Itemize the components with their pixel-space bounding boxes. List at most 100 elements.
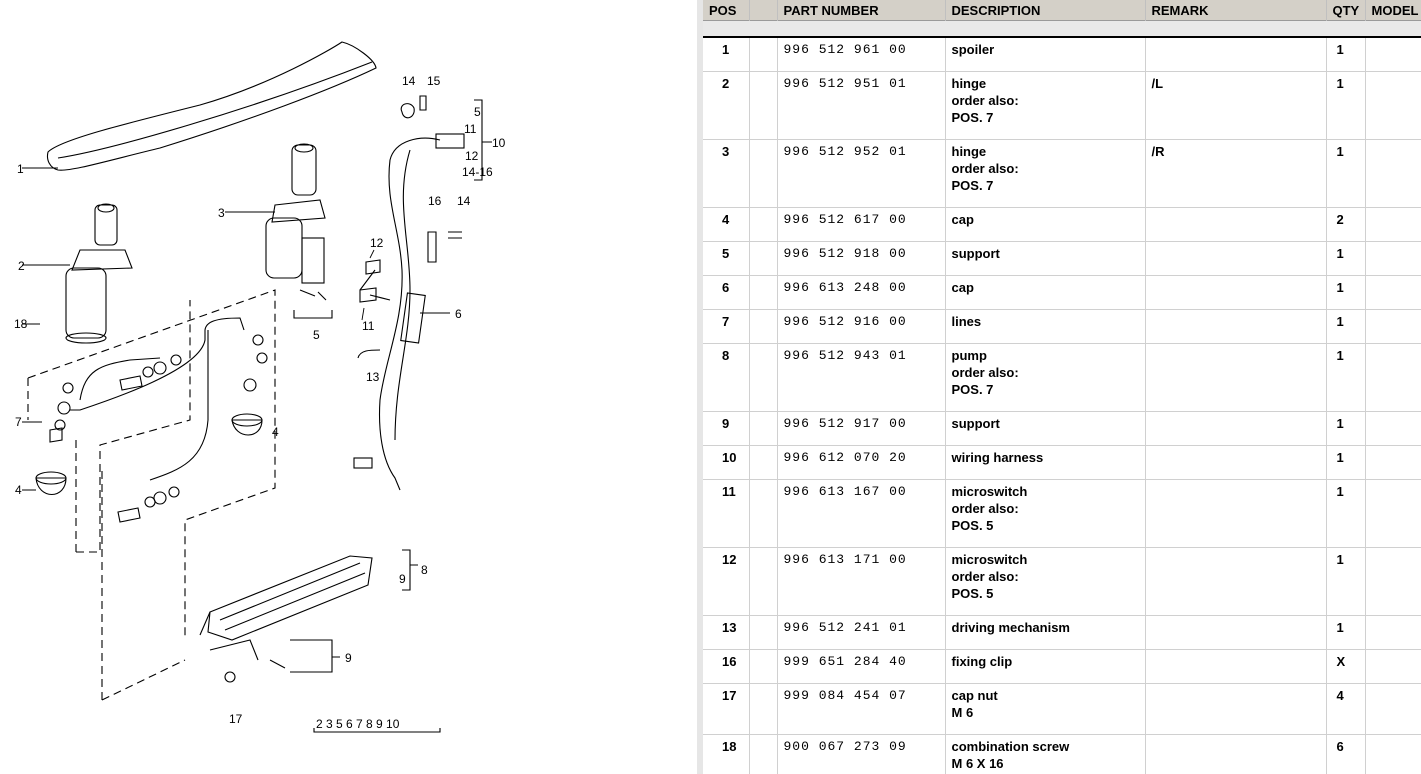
description-line: POS. 7	[951, 381, 994, 397]
description-line: driving mechanism	[951, 619, 1070, 635]
header-description[interactable]: DESCRIPTION	[945, 0, 1146, 21]
cell-part-number: 996 613 167 00	[777, 479, 946, 548]
cell-pos: 6	[703, 275, 750, 310]
cell-spacer	[749, 309, 778, 344]
header-remark[interactable]: REMARK	[1145, 0, 1327, 21]
callout-label: 8	[421, 563, 428, 577]
cell-model	[1365, 734, 1421, 774]
cell-remark	[1145, 411, 1327, 446]
cell-part-number: 996 512 943 01	[777, 343, 946, 412]
callout-label: 18	[14, 317, 28, 331]
description-line: spoiler	[951, 42, 995, 57]
cell-pos: 1	[703, 37, 750, 72]
cell-model	[1365, 547, 1421, 616]
description-line: lines	[951, 313, 982, 329]
cell-spacer	[749, 71, 778, 140]
cell-description: driving mechanism	[945, 615, 1146, 650]
cell-qty: 1	[1326, 547, 1366, 616]
cell-remark: /L	[1145, 71, 1327, 140]
cell-spacer	[749, 241, 778, 276]
cell-spacer	[749, 411, 778, 446]
cell-qty: 1	[1326, 71, 1366, 140]
callout-label: 14	[457, 194, 471, 208]
callout-label: 9	[345, 651, 352, 665]
header-pos[interactable]: POS	[703, 0, 750, 21]
cell-description: wiring harness	[945, 445, 1146, 480]
header-qty[interactable]: QTY	[1326, 0, 1366, 21]
callout-label: 12	[465, 149, 479, 163]
cell-pos: 18	[703, 734, 750, 774]
cell-model	[1365, 479, 1421, 548]
cell-model	[1365, 207, 1421, 242]
cell-qty: 1	[1326, 241, 1366, 276]
cell-spacer	[749, 275, 778, 310]
cell-qty: 1	[1326, 275, 1366, 310]
wiring-harness-drawing	[357, 137, 441, 491]
cell-pos: 5	[703, 241, 750, 276]
cell-part-number: 900 067 273 09	[777, 734, 946, 774]
callout-label: 17	[229, 712, 243, 726]
parts-table: POS PART NUMBER DESCRIPTION REMARK QTY M…	[703, 0, 1421, 774]
cell-qty: 1	[1326, 411, 1366, 446]
callout-label: 7	[15, 415, 22, 429]
cell-qty: 6	[1326, 734, 1366, 774]
cell-spacer	[749, 343, 778, 412]
cell-qty: 1	[1326, 309, 1366, 344]
description-line: order also:	[951, 568, 1019, 584]
cell-pos: 12	[703, 547, 750, 616]
description-line: microswitch	[951, 551, 1028, 567]
cell-model	[1365, 275, 1421, 310]
cell-part-number: 996 512 951 01	[777, 71, 946, 140]
header-part-number[interactable]: PART NUMBER	[777, 0, 946, 21]
callout-label: 1	[17, 162, 24, 176]
cell-qty: 1	[1326, 615, 1366, 650]
cell-remark	[1145, 734, 1327, 774]
callout-label: 14	[402, 74, 416, 88]
pane-divider[interactable]	[697, 0, 703, 774]
cell-remark: /R	[1145, 139, 1327, 208]
cell-remark	[1145, 479, 1327, 548]
cell-part-number: 996 512 617 00	[777, 207, 946, 242]
cell-model	[1365, 649, 1421, 684]
cell-model	[1365, 683, 1421, 735]
cell-qty: 1	[1326, 343, 1366, 412]
cell-model	[1365, 343, 1421, 412]
cell-spacer	[749, 445, 778, 480]
cell-model	[1365, 615, 1421, 650]
cell-qty: 1	[1326, 445, 1366, 480]
description-line: order also:	[951, 160, 1019, 176]
cell-spacer	[749, 207, 778, 242]
header-model[interactable]: MODEL	[1365, 0, 1421, 21]
callout-label: 2	[18, 259, 25, 273]
description-line: POS. 7	[951, 109, 994, 125]
cell-remark	[1145, 649, 1327, 684]
callout-label: 12	[370, 236, 384, 250]
cell-spacer	[749, 649, 778, 684]
cell-pos: 13	[703, 615, 750, 650]
callout-label: 4	[272, 425, 279, 439]
cell-part-number: 999 084 454 07	[777, 683, 946, 735]
cell-qty: 1	[1326, 479, 1366, 548]
cell-part-number: 996 512 917 00	[777, 411, 946, 446]
cell-pos: 8	[703, 343, 750, 412]
description-line: POS. 5	[951, 517, 994, 533]
